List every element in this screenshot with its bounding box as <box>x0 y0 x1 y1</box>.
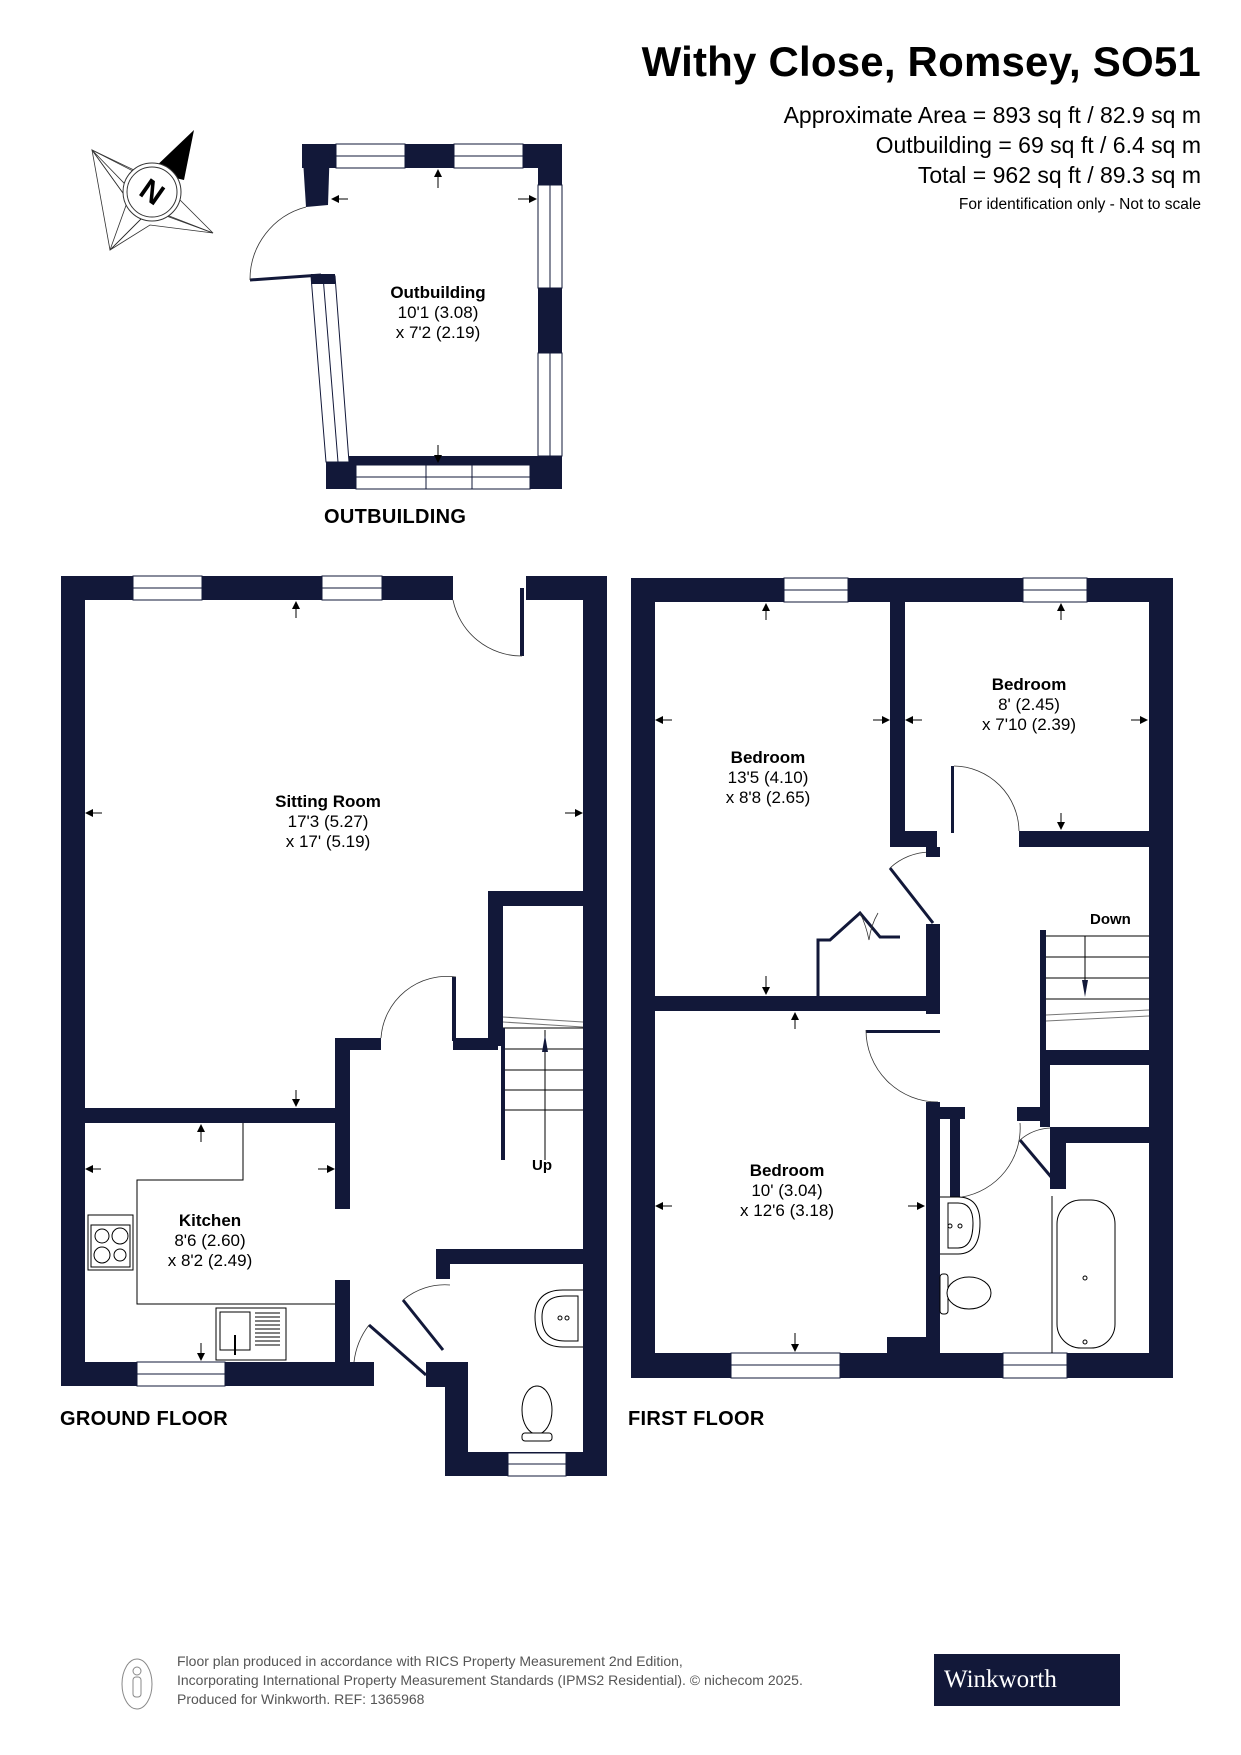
brand-logo: Winkworth <box>934 1654 1120 1706</box>
room-bedroom-2: Bedroom 8' (2.45) x 7'10 (2.39) <box>982 675 1076 735</box>
approximate-area: Approximate Area = 893 sq ft / 82.9 sq m <box>783 102 1201 128</box>
room-dimension-2: x 12'6 (3.18) <box>740 1201 834 1220</box>
ground-floor-label: GROUND FLOOR <box>60 1408 229 1430</box>
room-dimension-2: x 17' (5.19) <box>285 832 371 851</box>
stairs-down-label: Down <box>1090 911 1131 928</box>
room-name: Sitting Room <box>275 792 381 811</box>
first-floor-stairs <box>1045 935 1150 1022</box>
room-name: Bedroom <box>991 675 1067 694</box>
toilet-icon <box>521 1385 553 1442</box>
footer-notes: Floor plan produced in accordance with R… <box>177 1652 803 1709</box>
basin-icon <box>940 1196 981 1255</box>
area-summary: Approximate Area = 893 sq ft / 82.9 sq m… <box>784 100 1201 190</box>
bath-icon <box>1056 1199 1116 1349</box>
room-dimension-1: 13'5 (4.10) <box>727 768 809 787</box>
room-name: Bedroom <box>749 1161 825 1180</box>
room-dimension-2: x 7'2 (2.19) <box>395 323 481 342</box>
basin-icon <box>534 1289 583 1348</box>
toilet-icon <box>939 1273 992 1315</box>
room-name: Kitchen <box>178 1211 242 1230</box>
property-title: Withy Close, Romsey, SO51 <box>641 38 1201 85</box>
stairs-up-label: Up <box>532 1157 552 1174</box>
hob-icon <box>87 1214 134 1271</box>
north-compass-icon: N <box>91 130 214 251</box>
room-dimension-1: 8' (2.45) <box>998 695 1060 714</box>
room-outbuilding: Outbuilding 10'1 (3.08) x 7'2 (2.19) <box>390 283 485 343</box>
room-dimension-2: x 7'10 (2.39) <box>982 715 1076 734</box>
ground-floor-plan <box>61 575 607 1477</box>
first-floor-label: FIRST FLOOR <box>628 1408 765 1430</box>
room-bedroom-3: Bedroom 10' (3.04) x 12'6 (3.18) <box>740 1161 834 1221</box>
room-sitting-room: Sitting Room 17'3 (5.27) x 17' (5.19) <box>275 792 381 852</box>
first-floor-plan <box>631 577 1173 1379</box>
outbuilding-area: Outbuilding = 69 sq ft / 6.4 sq m <box>875 132 1201 158</box>
scale-disclaimer: For identification only - Not to scale <box>958 196 1201 213</box>
footer-line-3: Produced for Winkworth. REF: 1365968 <box>177 1691 425 1707</box>
footer-line-1: Floor plan produced in accordance with R… <box>177 1653 683 1669</box>
room-dimension-1: 17'3 (5.27) <box>287 812 369 831</box>
room-dimension-1: 8'6 (2.60) <box>174 1231 246 1250</box>
sink-icon <box>215 1307 287 1361</box>
outbuilding-plan <box>249 143 563 490</box>
room-bedroom-1: Bedroom 13'5 (4.10) x 8'8 (2.65) <box>726 748 811 808</box>
room-dimension-2: x 8'2 (2.49) <box>167 1251 253 1270</box>
ground-floor-stairs <box>501 1016 584 1160</box>
room-dimension-2: x 8'8 (2.65) <box>725 788 811 807</box>
room-name: Outbuilding <box>390 283 486 302</box>
person-icon <box>121 1658 153 1710</box>
room-dimension-1: 10' (3.04) <box>751 1181 823 1200</box>
outbuilding-floor-label: OUTBUILDING <box>324 506 467 528</box>
room-dimension-1: 10'1 (3.08) <box>397 303 479 322</box>
room-name: Bedroom <box>730 748 806 767</box>
room-kitchen: Kitchen 8'6 (2.60) x 8'2 (2.49) <box>168 1211 253 1271</box>
total-area: Total = 962 sq ft / 89.3 sq m <box>917 162 1201 188</box>
footer-line-2: Incorporating International Property Mea… <box>177 1672 803 1688</box>
